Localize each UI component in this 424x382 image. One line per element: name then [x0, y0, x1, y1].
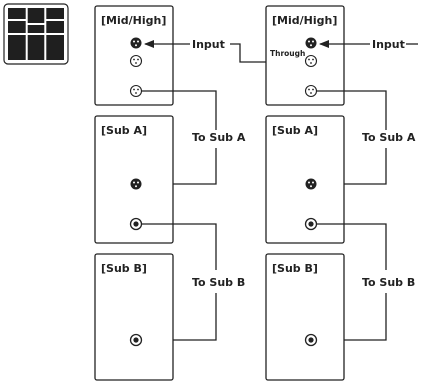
sub-a-title: [Sub A]: [101, 124, 147, 137]
sub-b-box: [94, 253, 174, 381]
output-xlr-icon: [304, 84, 318, 98]
sub-b-input-speakon-icon: [129, 333, 143, 347]
mid-high-title: [Mid/High]: [272, 14, 337, 27]
to-sub-b-label: To Sub B: [362, 276, 415, 289]
sub-a-box: [265, 115, 345, 244]
sub-a-link-wire-top: [317, 90, 387, 130]
sub-a-output-speakon-icon: [304, 217, 318, 231]
sub-a-title: [Sub A]: [272, 124, 318, 137]
sub-b-title: [Sub B]: [101, 262, 147, 275]
link-xlr-icon: [304, 54, 318, 68]
mid-high-box: [265, 5, 345, 106]
to-sub-a-label: To Sub A: [362, 131, 416, 144]
sub-a-input-xlr-icon: [305, 178, 317, 190]
output-xlr-icon: [129, 84, 143, 98]
input-xlr-icon: [130, 37, 142, 49]
input-xlr-icon: [305, 37, 317, 49]
sub-a-link-wire-top: [142, 90, 217, 130]
sub-b-input-speakon-icon: [304, 333, 318, 347]
sub-b-title: [Sub B]: [272, 262, 318, 275]
input-label: Input: [192, 38, 225, 51]
link-xlr-icon: [129, 54, 143, 68]
input-label: Input: [372, 38, 405, 51]
sub-b-link-wire-top: [317, 223, 387, 270]
through-label: Through: [270, 49, 305, 58]
sub-a-output-speakon-icon: [129, 217, 143, 231]
mid-high-title: [Mid/High]: [101, 14, 166, 27]
to-sub-a-label: To Sub A: [192, 131, 246, 144]
sub-b-box: [265, 253, 345, 381]
left-column: [Mid/High] Input To Sub A [Sub A]: [94, 5, 246, 381]
array-grid-icon: [3, 3, 69, 65]
right-column: [Mid/High] Through Input To Sub A [Sub A…: [265, 5, 418, 381]
to-sub-b-label: To Sub B: [192, 276, 245, 289]
sub-a-input-xlr-icon: [130, 178, 142, 190]
sub-b-link-wire-top: [142, 223, 217, 270]
